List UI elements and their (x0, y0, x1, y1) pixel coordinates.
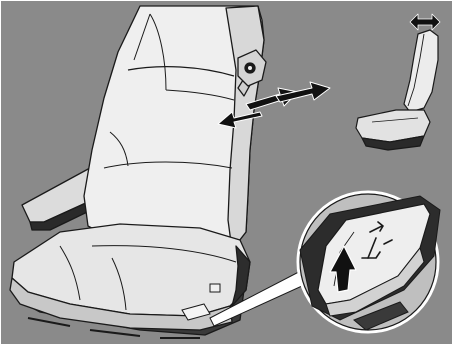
backrest-control-callout (298, 192, 440, 332)
